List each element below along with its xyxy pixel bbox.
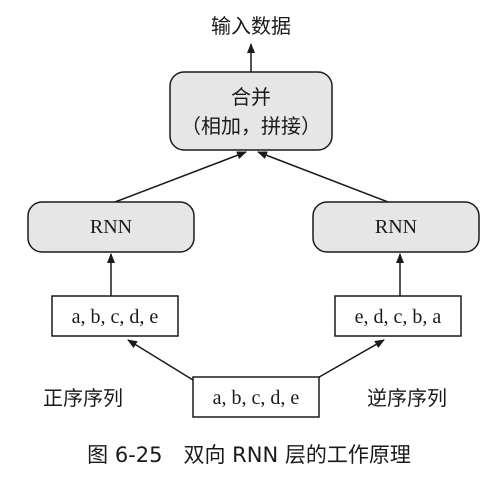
rnn-left-box bbox=[27, 201, 195, 253]
arrow-rnn-left-to-merge bbox=[114, 151, 247, 203]
input-sequence-box bbox=[192, 376, 320, 418]
rnn-right-label: RNN bbox=[375, 216, 417, 238]
backward-sequence-label: e, d, c, b, a bbox=[355, 306, 442, 328]
backward-sequence-caption: 逆序序列 bbox=[367, 386, 447, 410]
merge-box-line1: 合并 bbox=[231, 85, 271, 109]
figure-caption: 图 6-25 双向 RNN 层的工作原理 bbox=[87, 443, 411, 467]
forward-sequence-box bbox=[51, 295, 179, 337]
arrow-rnn-right-to-merge bbox=[257, 151, 389, 203]
forward-sequence-label: a, b, c, d, e bbox=[72, 306, 159, 328]
input-sequence-label: a, b, c, d, e bbox=[213, 387, 300, 409]
arrow-input-to-backward bbox=[313, 339, 385, 381]
merge-box-line2: （相加，拼接） bbox=[181, 114, 321, 138]
arrow-input-to-forward bbox=[127, 339, 194, 381]
forward-sequence-caption: 正序序列 bbox=[43, 386, 123, 410]
rnn-left-label: RNN bbox=[90, 216, 132, 238]
output-label: 输入数据 bbox=[211, 14, 291, 38]
backward-sequence-box bbox=[334, 295, 462, 337]
rnn-right-box bbox=[312, 201, 480, 253]
merge-box bbox=[169, 71, 333, 151]
